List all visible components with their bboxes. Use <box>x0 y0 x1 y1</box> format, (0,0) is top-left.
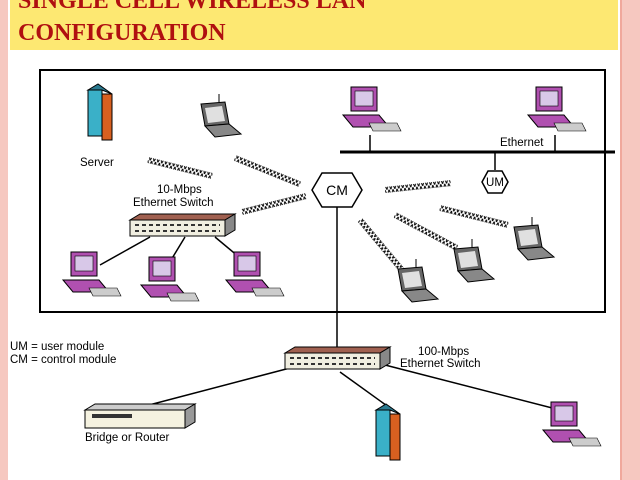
server-icon <box>375 403 401 461</box>
switch10-label-1: 10-Mbps <box>157 184 202 196</box>
wired-links <box>99 135 615 411</box>
cm-hexagon <box>311 172 363 208</box>
title-banner: SINGLE CELL WIRELESS LAN CONFIGURATION <box>10 0 618 50</box>
wireless-links <box>147 155 509 276</box>
bridge-label: Bridge or Router <box>85 432 170 444</box>
slide-border-right <box>620 0 640 480</box>
bridge-router-icon <box>83 403 197 429</box>
legend-um: UM = user module <box>10 341 104 353</box>
um-hexagon <box>481 170 509 194</box>
switch100-label-2: Ethernet Switch <box>400 358 481 370</box>
ethernet-switch-100mbps-icon <box>284 346 391 370</box>
server-label: Server <box>80 157 114 169</box>
server-icon <box>87 83 113 141</box>
title-line-1: SINGLE CELL WIRELESS LAN <box>18 0 367 14</box>
slide-border-left <box>0 0 8 480</box>
title-line-2: CONFIGURATION <box>18 20 226 46</box>
ethernet-label: Ethernet <box>500 137 544 149</box>
um-label: UM <box>486 177 504 189</box>
ethernet-switch-10mbps-icon <box>129 213 236 237</box>
computer-icon <box>542 401 602 447</box>
cm-label: CM <box>326 182 348 198</box>
switch10-label-2: Ethernet Switch <box>133 197 214 209</box>
legend-cm: CM = control module <box>10 354 116 366</box>
switch100-label-1: 100-Mbps <box>418 346 469 358</box>
